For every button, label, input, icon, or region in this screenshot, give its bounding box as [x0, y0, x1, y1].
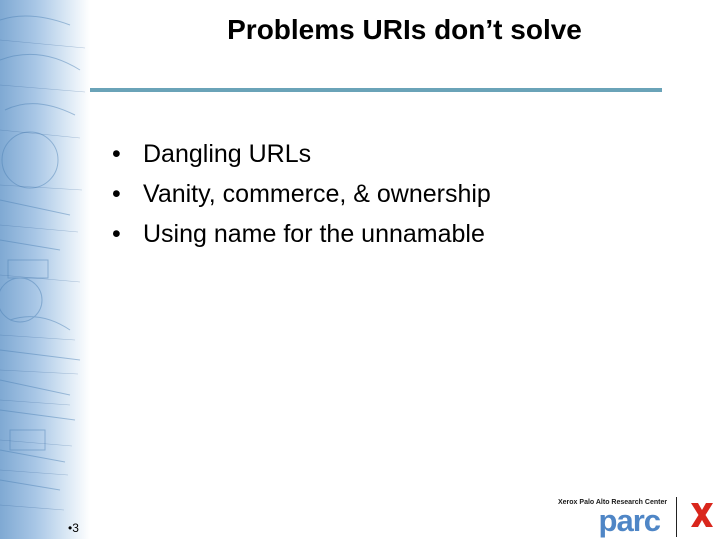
bullet-text: Dangling URLs	[143, 140, 312, 168]
bullet-text: Vanity, commerce, & ownership	[143, 180, 491, 208]
parc-logo: Xerox Palo Alto Research Center parc	[558, 499, 668, 538]
slide-title: Problems URIs don’t solve	[227, 14, 582, 45]
logo-divider	[676, 497, 677, 537]
slide-number: •3	[68, 521, 79, 535]
parc-wordmark: parc	[598, 503, 661, 538]
bullet-text: Using name for the unnamable	[143, 220, 485, 248]
decorative-side-collage	[0, 0, 90, 539]
parc-tagline: Xerox Palo Alto Research Center	[558, 499, 668, 506]
bullet-item: • Dangling URLs	[112, 134, 491, 174]
bullet-marker: •	[112, 220, 121, 248]
xerox-x-icon	[691, 503, 713, 527]
collage-texture	[0, 15, 86, 511]
bullet-item: • Vanity, commerce, & ownership	[112, 174, 491, 214]
bullet-marker: •	[112, 180, 121, 208]
bullet-list: • Dangling URLs • Vanity, commerce, & owne…	[112, 134, 491, 254]
bullet-item: • Using name for the unnamable	[112, 214, 491, 254]
title-divider	[90, 88, 662, 92]
bullet-marker: •	[112, 140, 121, 168]
